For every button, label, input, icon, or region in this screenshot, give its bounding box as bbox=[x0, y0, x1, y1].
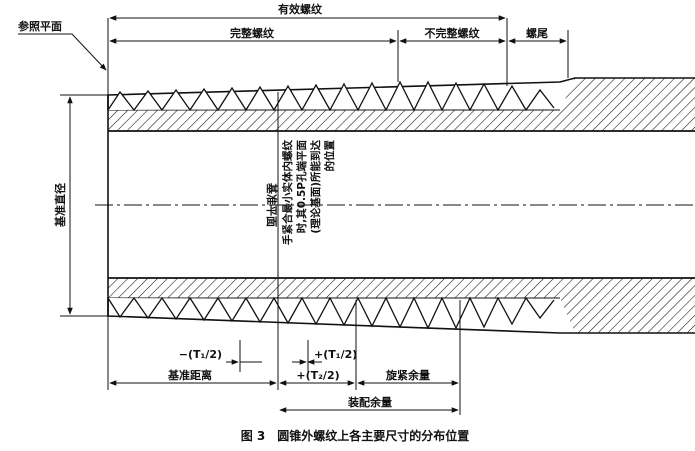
complete-thread-label: 完整螺纹 bbox=[230, 26, 275, 40]
note-line-4: 的位置 bbox=[323, 140, 336, 172]
top-dimensions bbox=[18, 15, 567, 71]
bottom-dimensions bbox=[109, 359, 459, 413]
upper-wall-section bbox=[108, 78, 695, 131]
lower-wall-section bbox=[108, 278, 695, 333]
basic-distance-label: 基准距离 bbox=[167, 368, 212, 382]
note-line-2: 时,其0.5P孔端平面 bbox=[295, 140, 308, 234]
basic-diameter-label: 基准直径 bbox=[53, 183, 67, 228]
note-line-1: 手紧合最小实体内螺纹 bbox=[281, 140, 294, 245]
lower-thread-teeth bbox=[107, 296, 555, 330]
upper-thread-teeth bbox=[107, 80, 555, 112]
thread-tail-label: 螺尾 bbox=[526, 26, 548, 40]
note-line-3: (理论基面)所能到达 bbox=[309, 140, 322, 234]
incomplete-thread-label: 不完整螺纹 bbox=[425, 26, 481, 40]
tol-neg-t1-label: −(T₁/2) bbox=[179, 348, 222, 361]
reference-plane-leader bbox=[18, 33, 107, 71]
tol-pos-t2-label: +(T₂/2) bbox=[296, 369, 339, 382]
pipe-body bbox=[95, 77, 695, 334]
plane-lines bbox=[60, 18, 569, 415]
tol-pos-t1-label: +(T₁/2) bbox=[314, 348, 357, 361]
figure-caption: 图 3 圆锥外螺纹上各主要尺寸的分布位置 bbox=[241, 428, 470, 443]
basic-plane-label: 基准平面 bbox=[265, 182, 279, 227]
effective-thread-label: 有效螺纹 bbox=[278, 2, 323, 16]
reference-plane-label: 参照平面 bbox=[18, 19, 62, 33]
makeup-allowance-label: 旋紧余量 bbox=[385, 368, 430, 382]
assembly-allowance-label: 装配余量 bbox=[347, 395, 392, 409]
